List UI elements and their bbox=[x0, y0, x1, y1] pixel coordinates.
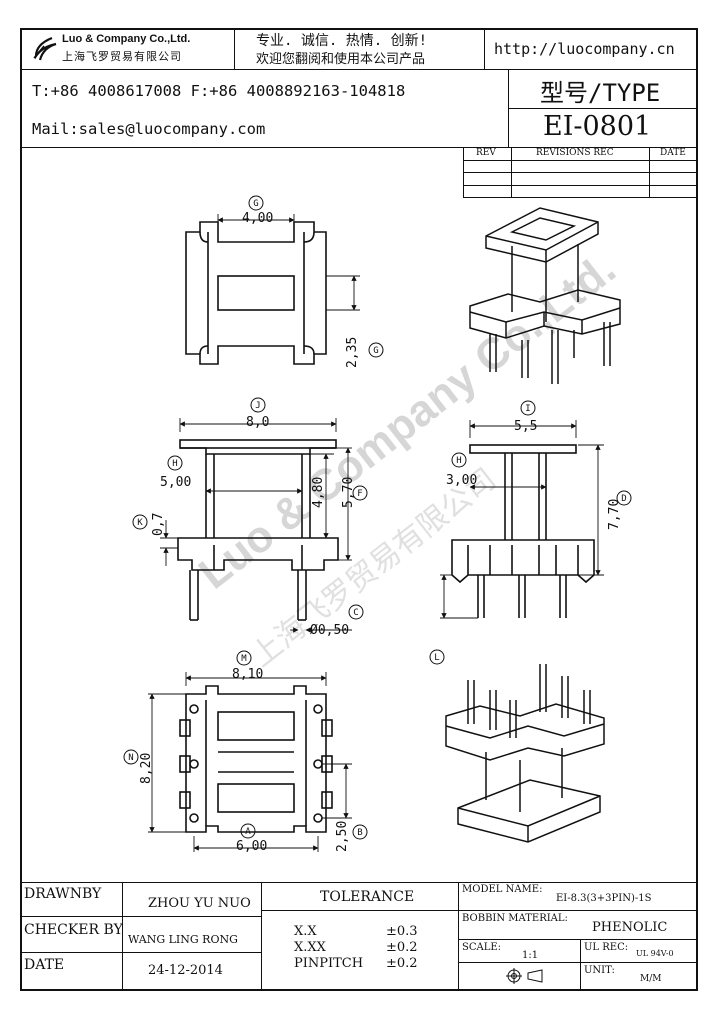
drawing-frame bbox=[20, 28, 698, 991]
ulrec-label: UL REC: bbox=[584, 942, 629, 953]
label-m: M bbox=[241, 654, 247, 664]
company-name-cn: 上海飞罗贸易有限公司 bbox=[62, 50, 182, 63]
tolerance-keys: X.X X.XX PINPITCH bbox=[294, 924, 363, 972]
projection-symbol-icon bbox=[506, 968, 543, 984]
contact-mail[interactable]: Mail:sales@luocompany.com bbox=[32, 120, 266, 138]
footer-vline-3 bbox=[458, 882, 459, 991]
slogan-line2: 欢迎您翻阅和使用本公司产品 bbox=[256, 52, 426, 67]
dim-g2: 2,35 bbox=[345, 337, 360, 368]
front-view bbox=[177, 439, 339, 621]
scale-value: 1:1 bbox=[522, 950, 539, 961]
iso-view-bottom bbox=[445, 664, 605, 843]
tolerance-values: ±0.3 ±0.2 ±0.2 bbox=[386, 924, 418, 972]
label-h-front: H bbox=[172, 459, 177, 469]
tol-val-2: ±0.2 bbox=[386, 956, 418, 971]
dim-j: 8,0 bbox=[246, 415, 269, 430]
footer-vline-2 bbox=[261, 882, 262, 991]
top-view bbox=[185, 221, 327, 365]
date-value: 24-12-2014 bbox=[148, 963, 223, 978]
dim-c: Ø0,50 bbox=[310, 623, 349, 638]
dim-h-front: 5,00 bbox=[160, 475, 191, 490]
type-label: 型号/TYPE bbox=[540, 79, 661, 107]
drawnby-value: ZHOU YU NUO bbox=[148, 896, 251, 911]
label-g-top: G bbox=[253, 199, 258, 209]
footer-left-row1 bbox=[20, 916, 261, 917]
label-c: C bbox=[353, 608, 358, 618]
scale-ul-divider bbox=[580, 939, 581, 991]
footer-top-line bbox=[20, 882, 698, 883]
unit-value: M/M bbox=[640, 974, 662, 984]
iso-view-top bbox=[469, 207, 621, 384]
checker-label: CHECKER BY bbox=[24, 922, 123, 938]
dim-k: 0,7 bbox=[151, 513, 166, 536]
rev-col-date: DATE bbox=[660, 148, 686, 158]
rev-row-line1 bbox=[463, 160, 698, 161]
type-divider bbox=[508, 108, 698, 109]
company-name: Luo & Company Co.,Ltd. bbox=[62, 33, 191, 45]
rev-col-rec: REVISIONS REC bbox=[536, 148, 614, 158]
dim-n: 8,20 bbox=[139, 753, 154, 784]
unit-label: UNIT: bbox=[584, 965, 615, 976]
tol-key-1: X.XX bbox=[294, 940, 326, 955]
dim-g: 4,00 bbox=[242, 211, 273, 226]
ulrec-value: UL 94V-0 bbox=[636, 949, 674, 958]
label-f: F bbox=[357, 489, 362, 499]
website-link[interactable]: http://luocompany.cn bbox=[494, 40, 675, 58]
tol-key-0: X.X bbox=[294, 924, 317, 939]
dim-h-side: 3,00 bbox=[446, 473, 477, 488]
scale-divider bbox=[458, 962, 698, 963]
tol-val-1: ±0.2 bbox=[386, 940, 418, 955]
header-divider bbox=[20, 69, 698, 70]
label-h-side: H bbox=[456, 456, 461, 466]
header-vline-1 bbox=[234, 28, 235, 69]
tolerance-label: TOLERANCE bbox=[320, 889, 415, 905]
label-b: B bbox=[357, 828, 362, 838]
label-a: A bbox=[245, 827, 251, 837]
bobbin-label: BOBBIN MATERIAL: bbox=[462, 913, 568, 924]
dim-b: 2,50 bbox=[335, 821, 350, 852]
contact-phone: T:+86 4008617008 F:+86 4008892163-104818 bbox=[32, 82, 406, 100]
dim-a: 6,00 bbox=[236, 839, 267, 854]
label-i: I bbox=[525, 404, 530, 414]
bottom-view bbox=[179, 685, 333, 833]
footer-left-row2 bbox=[20, 952, 261, 953]
tol-val-0: ±0.3 bbox=[386, 924, 418, 939]
dim-f: 5,70 bbox=[341, 477, 356, 508]
bobbin-value: PHENOLIC bbox=[592, 920, 668, 935]
rev-row-line3 bbox=[463, 185, 698, 186]
dim-m: 8,10 bbox=[232, 667, 263, 682]
label-n: N bbox=[128, 753, 133, 763]
model-label: MODEL NAME: bbox=[462, 884, 543, 895]
rev-row-line2 bbox=[463, 172, 698, 173]
slogan-line1: 专业. 诚信. 热情. 创新! bbox=[256, 33, 428, 49]
dim-i: 5,5 bbox=[514, 419, 537, 434]
footer-vline-1 bbox=[122, 882, 123, 991]
label-g-right: G bbox=[373, 346, 378, 356]
dim-e: 4,80 bbox=[311, 477, 326, 508]
checker-value: WANG LING RONG bbox=[128, 933, 238, 946]
company-logo-icon bbox=[33, 36, 57, 61]
rev-row-line4 bbox=[463, 197, 698, 198]
rev-col-rev: REV bbox=[476, 148, 496, 158]
model-divider bbox=[458, 910, 698, 911]
side-view bbox=[451, 444, 595, 618]
label-k: K bbox=[137, 518, 143, 528]
bobbin-divider bbox=[458, 939, 698, 940]
model-value: EI-8.3(3+3PIN)-1S bbox=[556, 893, 652, 904]
type-value: EI-0801 bbox=[543, 111, 652, 142]
label-d: D bbox=[621, 494, 626, 504]
drawnby-label: DRAWNBY bbox=[24, 886, 102, 902]
tol-key-2: PINPITCH bbox=[294, 956, 364, 971]
dim-d: 7,70 bbox=[607, 499, 622, 530]
header-bottom-line bbox=[20, 147, 698, 148]
header-vline-2 bbox=[484, 28, 485, 69]
tolerance-divider bbox=[261, 910, 458, 911]
date-label: DATE bbox=[24, 957, 65, 973]
label-l: L bbox=[434, 653, 439, 663]
label-j: J bbox=[255, 401, 260, 411]
scale-label: SCALE: bbox=[462, 942, 502, 953]
